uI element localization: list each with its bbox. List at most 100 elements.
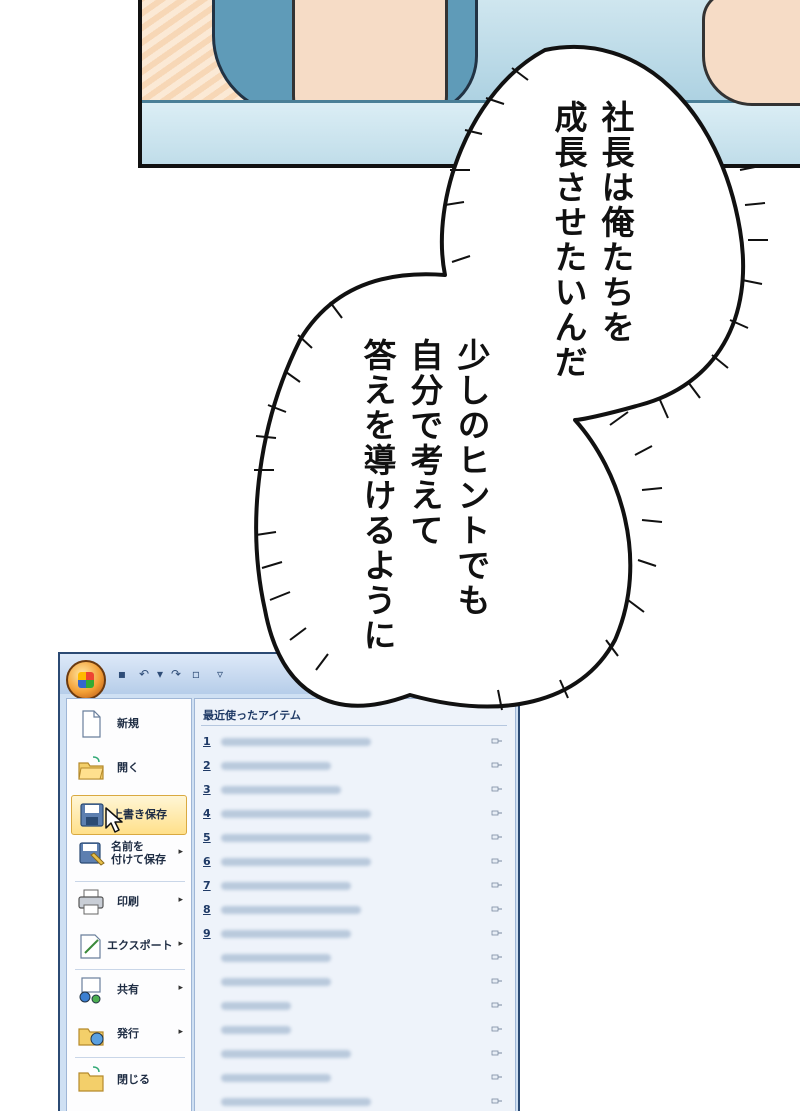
speech-bubble-outline	[254, 44, 746, 709]
bubble-tick	[559, 679, 569, 699]
quick-save-icon[interactable]: ▪	[117, 667, 127, 681]
bubble-tick	[687, 381, 701, 399]
submenu-arrow-icon: ▸	[178, 983, 183, 993]
recent-item-number: 2	[203, 759, 211, 772]
pin-icon[interactable]	[491, 1025, 503, 1033]
blurred-file-name	[221, 930, 351, 938]
bubble-tick	[464, 129, 483, 135]
pin-icon[interactable]	[491, 833, 503, 841]
bubble-tick	[297, 334, 313, 349]
menu-item-close[interactable]: 閉じる	[71, 1061, 187, 1101]
menu-label: 新規	[117, 717, 139, 730]
bubble-tick	[744, 202, 766, 206]
pin-icon[interactable]	[491, 1097, 503, 1105]
recent-item-row[interactable]: 4	[201, 803, 507, 825]
speech-text-a: 社長は俺たちを 成長させたいんだ	[549, 100, 635, 380]
submenu-arrow-icon: ▸	[178, 847, 183, 857]
blurred-file-name	[221, 762, 331, 770]
bubble-tick	[497, 689, 503, 711]
bubble-tick	[605, 639, 619, 657]
menu-separator	[75, 1057, 185, 1058]
undo-dropdown-icon[interactable]: ▾	[156, 667, 164, 681]
blurred-file-name	[221, 1002, 291, 1010]
menu-item-publish[interactable]: 発行 ▸	[71, 1015, 187, 1055]
recent-item-number: 8	[203, 903, 211, 916]
bubble-tick	[627, 599, 645, 613]
export-icon	[80, 934, 101, 959]
pin-icon[interactable]	[491, 1073, 503, 1081]
undo-icon[interactable]: ↶	[138, 667, 150, 681]
pin-icon[interactable]	[491, 1049, 503, 1057]
pin-icon[interactable]	[491, 977, 503, 985]
blurred-file-name	[221, 786, 341, 794]
menu-item-save-as[interactable]: 名前を 付けて保存 ▸	[71, 835, 187, 879]
blurred-file-name	[221, 978, 331, 986]
submenu-arrow-icon: ▸	[178, 939, 183, 949]
quick-print-icon[interactable]: ▫	[191, 667, 201, 681]
pin-icon[interactable]	[491, 761, 503, 769]
submenu-arrow-icon: ▸	[178, 895, 183, 905]
bubble-tick	[641, 487, 663, 491]
recent-item-number: 7	[203, 879, 211, 892]
menu-item-save[interactable]: 上書き保存	[71, 795, 187, 835]
bubble-tick	[729, 319, 749, 329]
menu-item-print[interactable]: 印刷 ▸	[71, 883, 187, 923]
blurred-file-name	[221, 882, 351, 890]
menu-item-share[interactable]: 共有 ▸	[71, 971, 187, 1011]
recent-item-row[interactable]	[201, 995, 507, 1017]
menu-label: エクスポート	[107, 939, 173, 952]
blurred-file-name	[221, 738, 371, 746]
recent-item-row[interactable]	[201, 1091, 507, 1111]
blurred-file-name	[221, 954, 331, 962]
open-folder-icon	[78, 756, 104, 780]
publish-icon	[78, 1028, 104, 1046]
pin-icon[interactable]	[491, 785, 503, 793]
bubble-tick	[741, 279, 763, 285]
recent-item-number: 6	[203, 855, 211, 868]
menu-label: 名前を 付けて保存	[111, 840, 166, 866]
menu-separator	[75, 881, 185, 882]
bubble-tick-marks	[254, 67, 768, 711]
recent-item-row[interactable]	[201, 1019, 507, 1041]
pin-icon[interactable]	[491, 737, 503, 745]
recent-item-row[interactable]: 1	[201, 731, 507, 753]
save-floppy-icon	[80, 803, 104, 827]
pin-icon[interactable]	[491, 881, 503, 889]
customize-toolbar-icon[interactable]: ▿	[216, 667, 224, 681]
recent-item-row[interactable]: 7	[201, 875, 507, 897]
recent-item-row[interactable]: 9	[201, 923, 507, 945]
menu-separator	[75, 969, 185, 970]
recent-item-row[interactable]: 2	[201, 755, 507, 777]
menu-label: 発行	[117, 1027, 139, 1040]
mouse-pointer-icon	[105, 807, 123, 833]
pin-icon[interactable]	[491, 929, 503, 937]
recent-item-number: 3	[203, 783, 211, 796]
pin-icon[interactable]	[491, 1001, 503, 1009]
redo-icon[interactable]: ↷	[170, 667, 182, 681]
pin-icon[interactable]	[491, 857, 503, 865]
bubble-tick	[485, 97, 505, 105]
pin-icon[interactable]	[491, 809, 503, 817]
bubble-tick	[315, 653, 329, 671]
recent-item-row[interactable]	[201, 1043, 507, 1065]
menu-item-export[interactable]: エクスポート ▸	[71, 927, 187, 967]
recent-item-row[interactable]	[201, 971, 507, 993]
blurred-file-name	[221, 906, 361, 914]
recent-item-row[interactable]	[201, 1067, 507, 1089]
menu-item-new[interactable]: 新規	[71, 705, 187, 745]
recent-items-header: 最近使ったアイテム	[203, 709, 301, 722]
menu-item-open[interactable]: 開く	[71, 749, 187, 789]
bubble-tick	[329, 301, 343, 319]
recent-item-row[interactable]: 8	[201, 899, 507, 921]
pin-icon[interactable]	[491, 905, 503, 913]
menu-label: 閉じる	[117, 1073, 150, 1086]
pin-icon[interactable]	[491, 953, 503, 961]
recent-item-row[interactable]	[201, 947, 507, 969]
bubble-tick	[659, 399, 669, 419]
recent-item-row[interactable]: 6	[201, 851, 507, 873]
recent-item-number: 4	[203, 807, 211, 820]
recent-item-row[interactable]: 3	[201, 779, 507, 801]
blurred-file-name	[221, 810, 371, 818]
recent-item-row[interactable]: 5	[201, 827, 507, 849]
blurred-file-name	[221, 1050, 351, 1058]
